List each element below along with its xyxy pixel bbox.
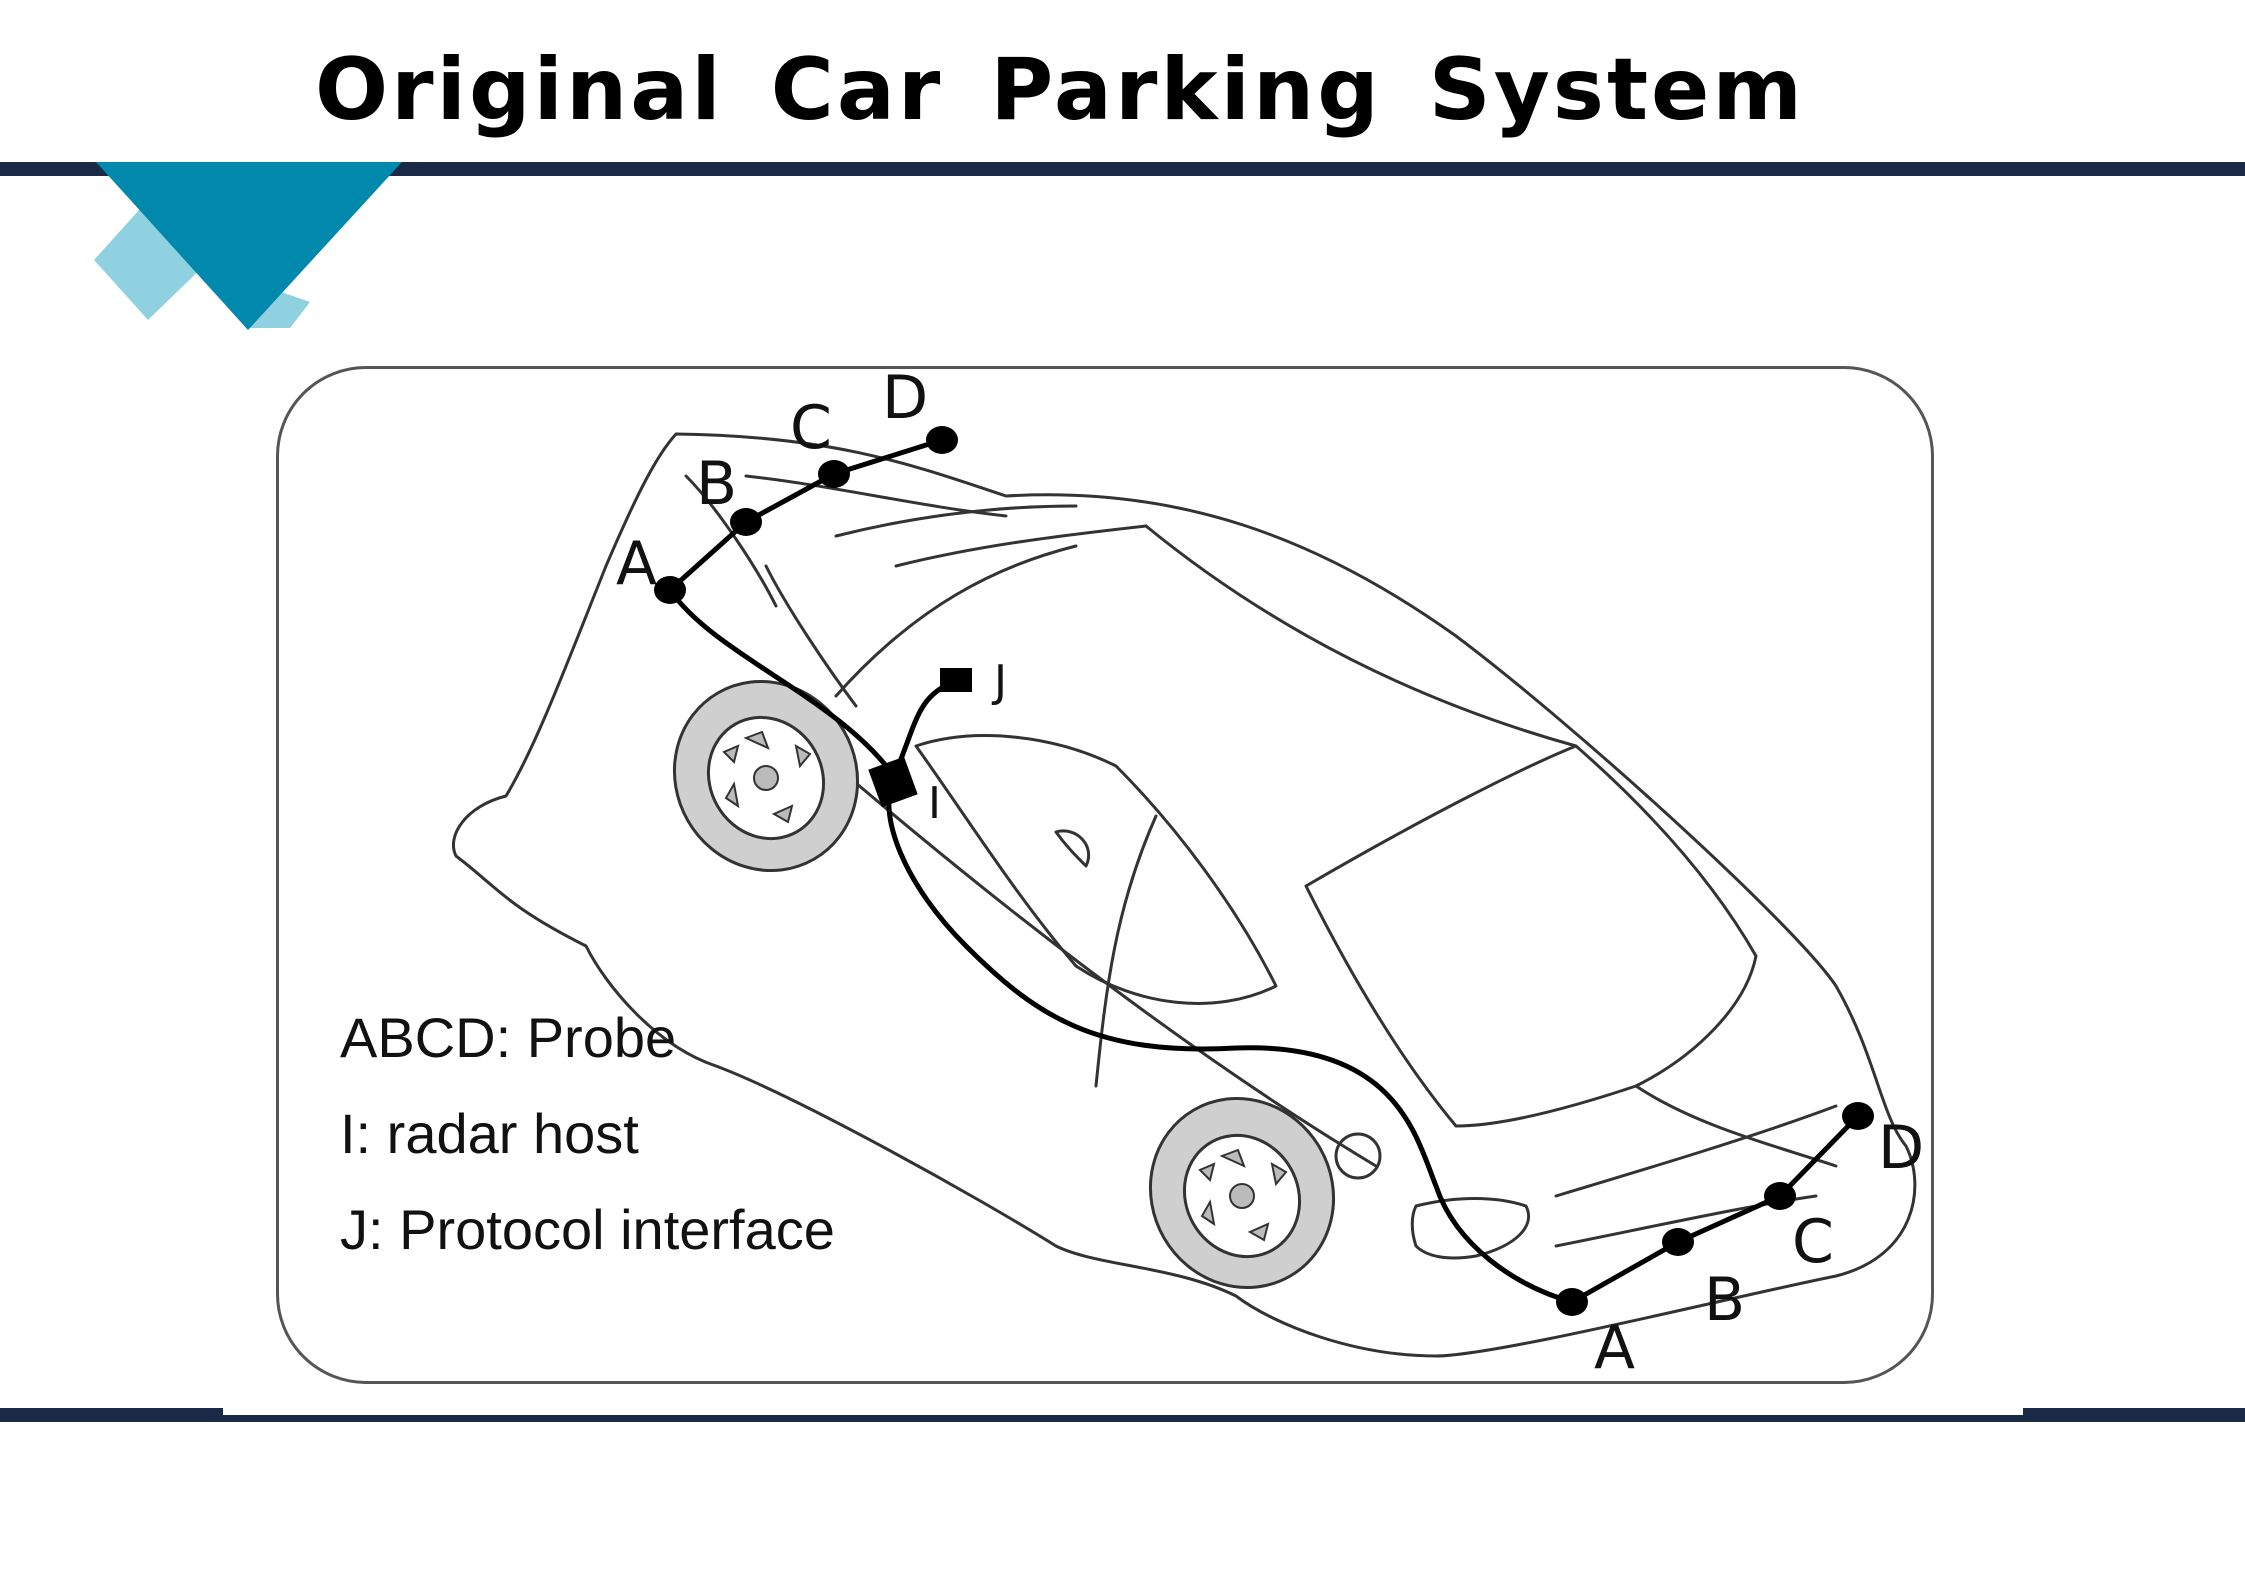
car-taillight	[1410, 1197, 1530, 1260]
front-label-b: B	[696, 449, 737, 519]
protocol-interface	[940, 668, 972, 692]
car-side-window	[914, 734, 1278, 1005]
bottom-divider-left	[0, 1408, 223, 1422]
car-body-outline	[452, 432, 1917, 1358]
decor-diamond-light	[94, 200, 210, 320]
rear-probe-c	[1764, 1182, 1796, 1210]
rear-label-c: C	[1792, 1207, 1834, 1277]
front-to-host-cable	[667, 587, 897, 779]
bottom-divider-right	[2023, 1408, 2245, 1422]
rear-probe-a	[1556, 1288, 1588, 1316]
rear-probe-b	[1662, 1228, 1694, 1256]
car-a-pillar	[764, 564, 858, 708]
radar-host	[868, 756, 918, 808]
car-windshield-front	[894, 524, 1148, 568]
host-to-rear-cable	[886, 773, 1575, 1305]
car-c-pillar	[1634, 1084, 1838, 1168]
bottom-divider-middle	[223, 1415, 2023, 1422]
rear-wheel	[1148, 1096, 1336, 1290]
top-divider	[0, 162, 2245, 176]
front-wheel	[672, 679, 860, 873]
legend-radar-host: I: radar host	[340, 1102, 639, 1165]
host-label: I	[928, 778, 941, 829]
interface-label: J	[991, 656, 1007, 707]
car-roof-line	[1144, 524, 1578, 748]
car-outline	[452, 432, 1917, 1358]
rear-probe-d	[1842, 1102, 1874, 1130]
rear-probe-cable	[1569, 1113, 1861, 1305]
diagram-frame	[276, 366, 1934, 1384]
car-windshield-base	[834, 544, 1078, 698]
rear-label-b: B	[1704, 1265, 1745, 1335]
front-label-c: C	[790, 393, 832, 463]
front-probe-d	[926, 426, 958, 454]
wiring-harness	[667, 437, 1861, 1305]
car-bumper-line	[1554, 1104, 1838, 1198]
front-probes	[654, 426, 958, 604]
car-side-crease	[834, 764, 1378, 1168]
legend-protocol-interface: J: Protocol interface	[340, 1198, 835, 1261]
car-hood-line-2	[834, 504, 1078, 538]
front-probe-a	[654, 576, 686, 604]
rear-probes	[1556, 1102, 1874, 1316]
car-side-mirror	[1054, 829, 1091, 868]
car-fuel-cap	[1334, 1132, 1382, 1180]
car-a-pillar-2	[684, 474, 778, 608]
legend: ABCD: Probe I: radar host J: Protocol in…	[340, 990, 835, 1278]
car-rear-window	[1304, 744, 1758, 1128]
front-probe-c	[818, 460, 850, 488]
car-diagram: A B C D A B C D I J	[452, 366, 1924, 1383]
front-label-a: A	[616, 529, 657, 599]
front-probe-cable	[667, 437, 945, 593]
legend-probe: ABCD: Probe	[340, 1006, 677, 1069]
rear-label-d: D	[1878, 1113, 1924, 1183]
front-probe-b	[730, 508, 762, 536]
car-door-line	[1094, 814, 1158, 1088]
front-label-d: D	[882, 366, 928, 433]
decor-triangle-dark	[96, 162, 402, 330]
rear-label-a: A	[1594, 1313, 1635, 1383]
corner-decoration	[94, 162, 402, 330]
page-title: Original Car Parking System	[314, 40, 1805, 140]
